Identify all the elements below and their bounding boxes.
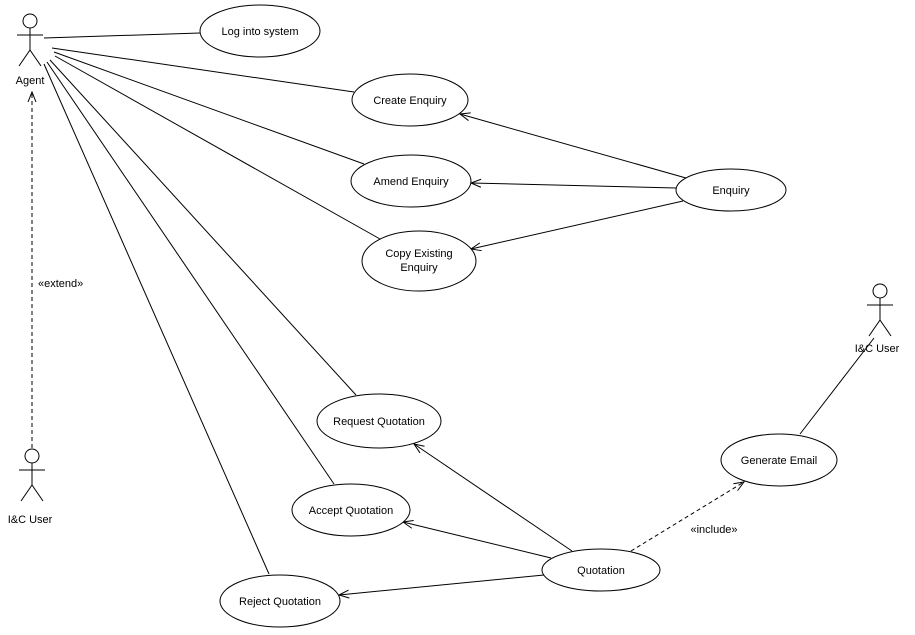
include-arrow-quotation-to-generate-email — [630, 481, 746, 552]
actor-ic-user-right: I&C User — [855, 283, 900, 355]
usecase-log-into-system: Log into system — [199, 4, 321, 58]
actor-agent-label: Agent — [16, 75, 45, 87]
svg-text:Copy Existing: Copy Existing — [385, 248, 452, 260]
usecase-enquiry-label: Enquiry — [712, 185, 750, 197]
usecase-amend-enquiry: Amend Enquiry — [350, 154, 472, 208]
usecase-request-quotation: Request Quotation — [316, 393, 442, 449]
arrow-quotation-to-accept-quotation — [401, 519, 552, 559]
usecase-generate-email-label: Generate Email — [741, 455, 817, 467]
assoc-agent-login — [43, 32, 201, 39]
assoc-agent-create-enquiry — [51, 47, 355, 93]
actor-ic-user-right-label: I&C User — [855, 343, 900, 355]
extend-label: «extend» — [38, 278, 83, 290]
usecase-copy-existing-enquiry-label-line1: Copy Existing — [385, 248, 452, 260]
usecase-enquiry: Enquiry — [675, 168, 787, 212]
arrow-quotation-to-request-quotation — [412, 443, 573, 552]
actor-ic-user-left-head-icon — [24, 448, 40, 464]
usecase-log-into-system-label: Log into system — [221, 26, 298, 38]
usecase-generate-email: Generate Email — [720, 433, 838, 487]
usecase-quotation-label: Quotation — [577, 565, 625, 577]
arrow-quotation-to-reject-quotation — [337, 574, 545, 599]
usecase-copy-existing-enquiry: Copy Existing Enquiry — [361, 230, 477, 292]
assoc-agent-amend-enquiry — [53, 51, 365, 165]
assoc-agent-reject-quotation — [43, 63, 270, 575]
include-label: «include» — [690, 524, 737, 536]
assoc-agent-request-quotation — [49, 59, 357, 396]
arrow-enquiry-to-copy-enquiry — [469, 200, 684, 252]
assoc-icuser-generate-email — [799, 337, 875, 435]
usecase-reject-quotation-label: Reject Quotation — [239, 596, 321, 608]
actor-agent: Agent — [16, 13, 45, 87]
usecase-request-quotation-label: Request Quotation — [333, 416, 425, 428]
actor-agent-head-icon — [22, 13, 38, 29]
arrow-enquiry-to-create-enquiry — [458, 112, 687, 179]
usecase-amend-enquiry-label: Amend Enquiry — [373, 176, 449, 188]
usecase-copy-existing-enquiry-label-line2: Enquiry — [400, 262, 438, 274]
usecase-reject-quotation: Reject Quotation — [219, 574, 341, 628]
usecase-accept-quotation: Accept Quotation — [291, 483, 411, 537]
actor-ic-user-left: I&C User — [8, 448, 53, 526]
usecase-create-enquiry-label: Create Enquiry — [373, 95, 447, 107]
usecase-quotation: Quotation — [541, 548, 661, 592]
svg-text:Enquiry: Enquiry — [400, 262, 438, 274]
actor-ic-user-right-head-icon — [872, 283, 888, 299]
assoc-agent-accept-quotation — [46, 61, 335, 485]
arrow-enquiry-to-amend-enquiry — [469, 178, 677, 189]
actor-ic-user-left-label: I&C User — [8, 514, 53, 526]
usecase-accept-quotation-label: Accept Quotation — [309, 505, 393, 517]
assoc-agent-copy-enquiry — [54, 55, 381, 240]
usecase-create-enquiry: Create Enquiry — [351, 73, 469, 127]
